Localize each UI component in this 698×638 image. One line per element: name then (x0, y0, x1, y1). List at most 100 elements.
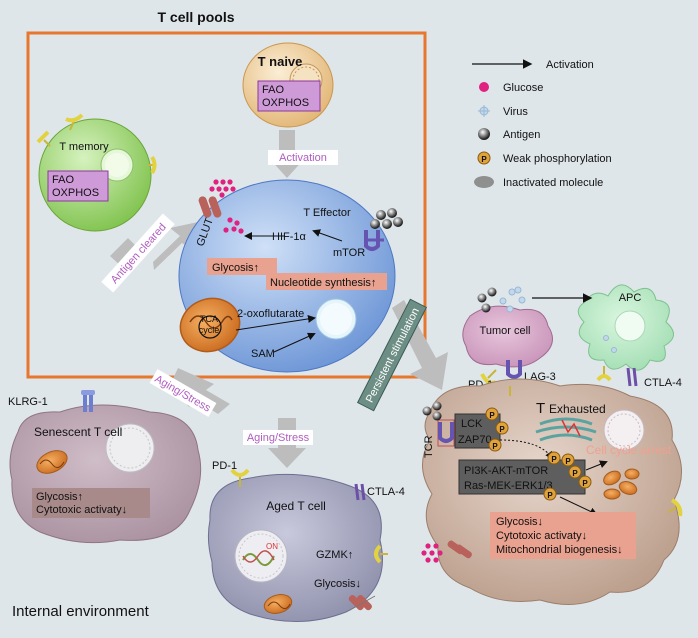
pathway-ras: Ras-MEK-ERK1/3 (464, 480, 553, 492)
svg-text:P: P (492, 442, 498, 451)
aged-ctla4-label: CTLA-4 (367, 486, 405, 498)
effector-receptor-icon (364, 230, 384, 251)
svg-text:P: P (499, 425, 505, 434)
exhausted-tcr-icon (438, 422, 454, 443)
svg-text:P: P (565, 457, 571, 466)
apc-ctla4-label: CTLA-4 (644, 377, 682, 389)
antigen-cluster-icon (370, 208, 403, 229)
oxo-label: 2-oxoflutarate (237, 308, 304, 320)
aged-mitochondrion-icon (263, 594, 293, 614)
t-memory-title: T memory (59, 141, 109, 153)
legend-label-virus: Virus (503, 106, 528, 118)
aged-glycosis: Glycosis↓ (314, 578, 361, 590)
memory-receptor-icon (36, 113, 157, 175)
apc-ligand-icon (596, 366, 612, 382)
apc-title: APC (619, 292, 642, 304)
zap70-label: ZAP70 (458, 434, 492, 446)
klrg1-label: KLRG-1 (8, 396, 48, 408)
aged-title: Aged T cell (266, 499, 326, 513)
glucose-cluster-outside (209, 179, 236, 198)
legend-inactivated-icon (474, 176, 494, 188)
exhausted-mito: Mitochondrial biogenesis↓ (496, 544, 623, 556)
tcr-label: TCR (423, 435, 435, 458)
senescent-title: Senescent T cell (34, 425, 122, 439)
t-naive-title: T naive (258, 54, 303, 69)
apc-cell: APC CTLA-4 (577, 284, 682, 389)
svg-text:P: P (572, 469, 578, 478)
activation-label: Activation (279, 152, 327, 164)
glut-transporter-icon (198, 196, 222, 218)
svg-text:P: P (489, 411, 495, 420)
effector-glycosis: Glycosis↑ (212, 262, 259, 274)
exhausted-ligand-icon (667, 498, 683, 517)
t-naive-cell: T naive FAO OXPHOS (242, 42, 334, 128)
legend-glucose-icon (479, 82, 489, 92)
t-memory-cell: T memory FAO OXPHOS (36, 113, 157, 232)
exhausted-cytotoxic: Cytotoxic activaty↓ (496, 530, 587, 542)
tca-label-2: cycle (199, 325, 220, 335)
naive-box-line-1: FAO (262, 84, 284, 96)
legend-label-activation: Activation (546, 59, 594, 71)
exhausted-glycosis: Glycosis↓ (496, 516, 543, 528)
sam-label: SAM (251, 348, 275, 360)
aged-ligand-icon (374, 544, 388, 564)
golgi-icon (535, 417, 597, 442)
senescent-cytotoxic: Cytotoxic activaty↓ (36, 504, 127, 516)
effector-nucleotide: Nucleotide synthesis↑ (270, 277, 376, 289)
lck-label: LCK (461, 418, 483, 430)
senescent-mitochondrion-icon (36, 450, 68, 474)
svg-text:P: P (481, 155, 487, 164)
t-cell-pool-frame (26, 31, 427, 379)
aged-gzmk: GZMK↑ (316, 549, 353, 561)
pool-title: T cell pools (157, 9, 234, 25)
legend: P Activation Glucose Virus Antigen Weak … (472, 59, 612, 189)
pathway-pi3k: PI3K-AKT-mTOR (464, 465, 548, 477)
aging-stress-arrow-left: Aging/Stress (149, 368, 230, 417)
apc-virus-icon (603, 335, 617, 353)
legend-label-glucose: Glucose (503, 82, 543, 94)
legend-label-inactivated: Inactivated molecule (503, 177, 603, 189)
tumor-title: Tumor cell (480, 325, 531, 337)
svg-text:P: P (551, 455, 557, 464)
legend-virus-icon (478, 105, 490, 117)
klrg1-receptor-icon (81, 390, 95, 412)
svg-text:P: P (547, 491, 553, 500)
exhausted-glucose-icon (421, 543, 443, 563)
activation-arrow: Activation (268, 130, 338, 178)
exhausted-glut-icon (447, 540, 472, 559)
aged-pd1-label: PD-1 (212, 460, 237, 472)
exhausted-mitochondria-icon (603, 468, 640, 500)
legend-antigen-icon (478, 128, 490, 140)
cell-cycle-arrest-label: Cell cycle arrest (586, 443, 672, 457)
t-exhausted-cell: T Exhausted TCR LCK ZAP70 P P P (421, 378, 683, 605)
aged-on-label: ON (266, 542, 278, 551)
memory-box-line-2: OXPHOS (52, 187, 99, 199)
hif-label: HIF-1α (272, 231, 307, 243)
aging-stress-label-down: Aging/Stress (247, 432, 310, 444)
t-effector-cell: T Effector GLUT HIF-1α mTOR (178, 179, 403, 373)
phospho-pathway-icon: P P P P P (543, 451, 592, 501)
legend-label-phosphorylation: Weak phosphorylation (503, 153, 612, 165)
exhausted-title-t: T (536, 400, 545, 417)
internal-environment-label: Internal environment (12, 603, 150, 620)
apc-ctla4-icon (626, 367, 638, 387)
exhausted-title-rest: Exhausted (549, 402, 606, 416)
mitochondrion-icon (179, 297, 241, 353)
exhausted-antigen-icon (422, 401, 442, 421)
svg-text:P: P (582, 479, 588, 488)
aged-t-cell: ON Aged T cell GZMK↑ Glycosis↓ PD-1 CTLA… (207, 460, 405, 622)
memory-box-line-1: FAO (52, 174, 74, 186)
t-effector-title: T Effector (303, 207, 351, 219)
aged-ctla4-icon (354, 483, 366, 501)
senescent-glycosis: Glycosis↑ (36, 491, 83, 503)
aging-stress-arrow-down: Aging/Stress (243, 418, 313, 468)
senescent-t-cell: KLRG-1 Senescent T cell Glycosis↑ Cytoto… (8, 390, 202, 544)
naive-box-line-2: OXPHOS (262, 97, 309, 109)
legend-label-antigen: Antigen (503, 129, 540, 141)
phospho-lck-icon: P P P (485, 407, 509, 452)
tca-label-1: TCA (200, 314, 218, 324)
antigen-virus-cluster-icon (477, 286, 526, 313)
aged-glut-icon (348, 595, 376, 611)
